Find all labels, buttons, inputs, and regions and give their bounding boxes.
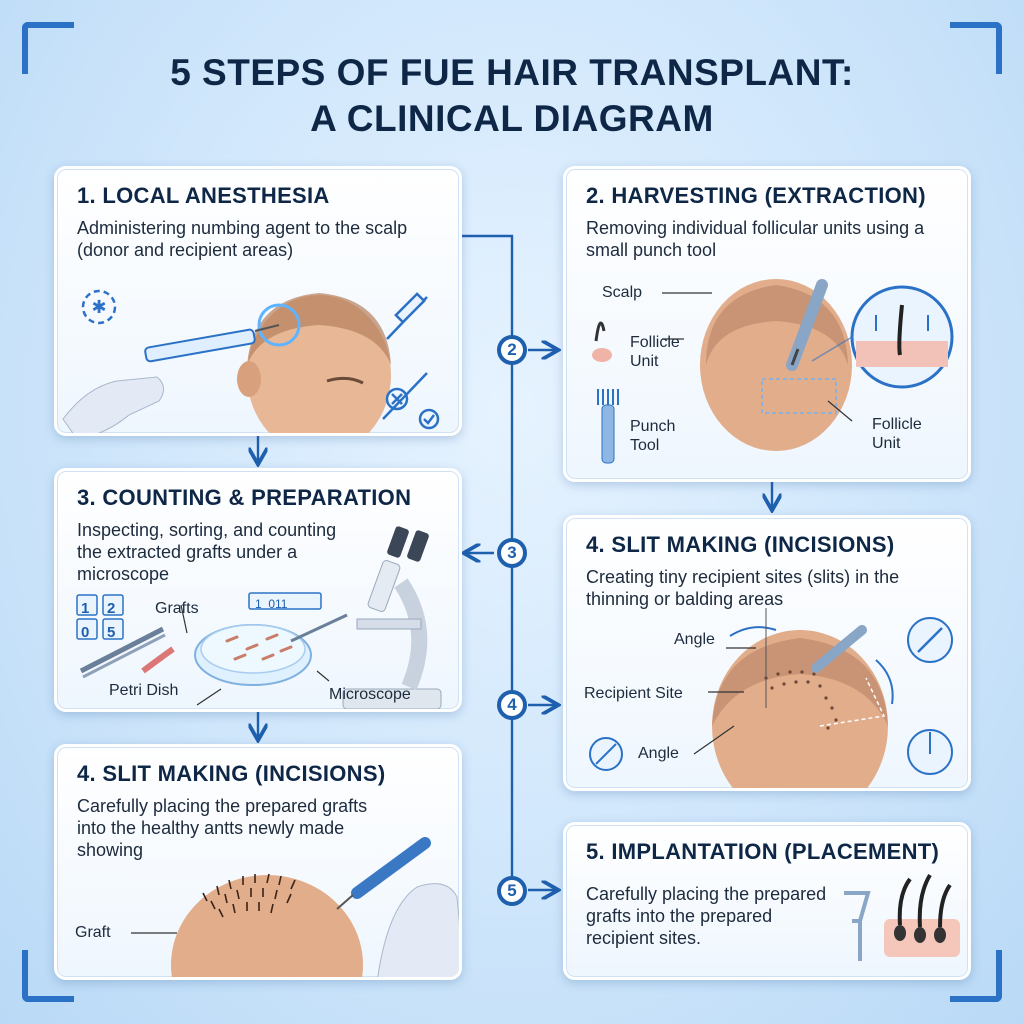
counter-digit: 2 xyxy=(107,600,116,617)
step-card-slit-making-placement: 4. SLIT MAKING (INCISIONS) Carefully pla… xyxy=(54,744,462,980)
step-heading: 2. HARVESTING (EXTRACTION) xyxy=(586,183,926,208)
label-scalp: Scalp xyxy=(602,284,643,301)
counter-display: 1 011 xyxy=(255,597,288,611)
label-follicle-unit-left: Follicle Unit xyxy=(630,334,680,370)
step-heading: 4. SLIT MAKING (INCISIONS) xyxy=(586,532,895,557)
title-line-2: A CLINICAL DIAGRAM xyxy=(310,98,714,139)
step-card-counting-preparation: 3. COUNTING & PREPARATION Inspecting, so… xyxy=(54,468,462,712)
step-description: Creating tiny recipient sites (slits) in… xyxy=(586,567,900,609)
label-petri-dish: Petri Dish xyxy=(109,682,179,699)
corner-bracket-bottom-left xyxy=(22,950,74,1002)
step-badge-5: 5 xyxy=(497,876,527,906)
step-badge-3: 3 xyxy=(497,538,527,568)
label-follicle-unit-right: Follicle Unit xyxy=(872,416,922,452)
implantation-illustration xyxy=(844,873,960,961)
corner-bracket-top-right xyxy=(950,22,1002,74)
step-description: Removing individual follicular units usi… xyxy=(586,218,925,260)
corner-bracket-top-left xyxy=(22,22,74,74)
page-title: 5 STEPS OF FUE HAIR TRANSPLANT: A CLINIC… xyxy=(60,50,964,142)
step-card-implantation: 5. IMPLANTATION (PLACEMENT) Carefully pl… xyxy=(563,822,971,980)
step-card-harvesting: 2. HARVESTING (EXTRACTION) Removing indi… xyxy=(563,166,971,482)
step-heading: 5. IMPLANTATION (PLACEMENT) xyxy=(586,839,940,864)
step-description: Carefully placing the prepared grafts in… xyxy=(586,884,827,948)
label-recipient-site: Recipient Site xyxy=(584,685,683,702)
slit-making-illustration xyxy=(589,608,953,788)
corner-bracket-bottom-right xyxy=(950,950,1002,1002)
label-punch-tool: Punch Tool xyxy=(630,418,676,454)
label-grafts: Grafts xyxy=(155,600,199,617)
step-heading: 3. COUNTING & PREPARATION xyxy=(77,485,412,510)
label-microscope: Microscope xyxy=(329,686,411,703)
label-angle-top: Angle xyxy=(674,631,715,648)
step-heading: 1. LOCAL ANESTHESIA xyxy=(77,183,330,208)
counter-digit: 1 xyxy=(81,600,90,617)
title-line-1: 5 STEPS OF FUE HAIR TRANSPLANT: xyxy=(170,52,854,93)
step-badge-4: 4 xyxy=(497,690,527,720)
counter-digit: 0 xyxy=(81,624,90,641)
label-angle-bottom: Angle xyxy=(638,745,679,762)
step-description: Administering numbing agent to the scalp… xyxy=(77,218,408,260)
step-card-slit-making: 4. SLIT MAKING (INCISIONS) Creating tiny… xyxy=(563,515,971,791)
step-heading: 4. SLIT MAKING (INCISIONS) xyxy=(77,761,386,786)
svg-text:✱: ✱ xyxy=(91,297,106,318)
step-badge-2: 2 xyxy=(497,335,527,365)
step-description: Inspecting, sorting, and counting the ex… xyxy=(77,520,337,584)
step-card-local-anesthesia: 1. LOCAL ANESTHESIA Administering numbin… xyxy=(54,166,462,436)
counter-digit: 5 xyxy=(107,624,116,641)
counting-illustration xyxy=(76,526,442,709)
label-graft: Graft xyxy=(75,924,111,941)
step-description: Carefully placing the prepared grafts in… xyxy=(77,796,368,860)
anesthesia-illustration: ✱ xyxy=(62,289,440,433)
graft-placement-illustration xyxy=(131,837,459,977)
harvesting-illustration xyxy=(592,279,954,464)
